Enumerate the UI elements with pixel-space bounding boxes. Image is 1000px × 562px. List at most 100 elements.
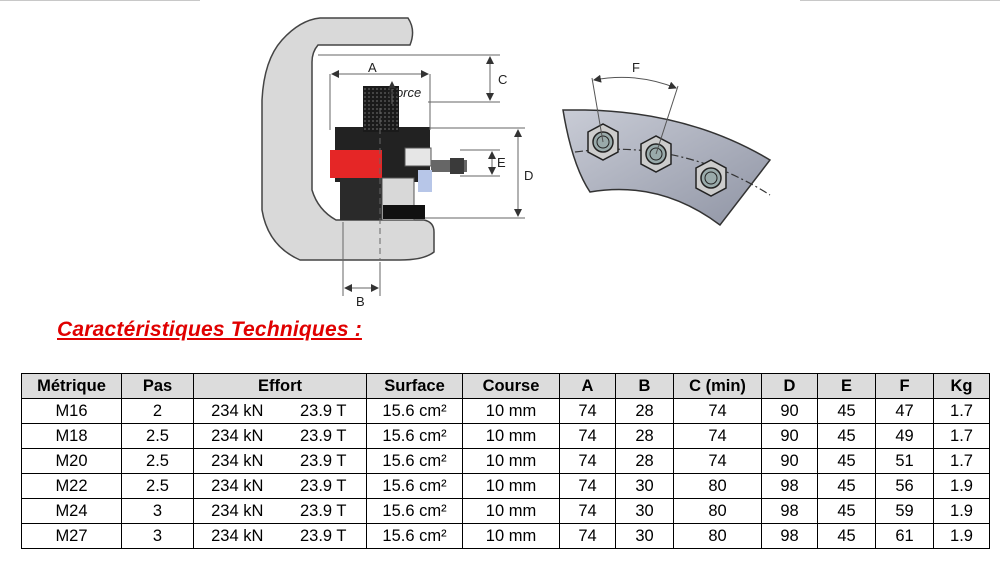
cell-effort-kn: 234 kN: [193, 423, 281, 449]
header-d: D: [761, 373, 818, 399]
cell-effort-kn: 234 kN: [193, 448, 281, 474]
force-label: Force: [388, 85, 421, 100]
cell-effort-kn: 234 kN: [193, 523, 281, 549]
header-surface: Surface: [366, 373, 463, 399]
cell-metrique: M22: [21, 473, 122, 499]
cell-effort-t: 23.9 T: [280, 423, 367, 449]
cell-a: 74: [559, 498, 616, 524]
cell-surface: 15.6 cm²: [366, 473, 463, 499]
dim-label-a: A: [368, 60, 377, 75]
cell-a: 74: [559, 523, 616, 549]
cell-a: 74: [559, 473, 616, 499]
cell-c: 74: [673, 448, 762, 474]
cell-effort-t: 23.9 T: [280, 498, 367, 524]
cell-effort-kn: 234 kN: [193, 398, 281, 424]
top-rule-right: [800, 0, 1000, 1]
dimension-lines-left: [318, 54, 525, 296]
technical-diagram: A C D E B Force F: [261, 17, 772, 309]
cell-pas: 2.5: [121, 448, 194, 474]
cell-c: 80: [673, 473, 762, 499]
cell-kg: 1.7: [933, 448, 990, 474]
header-e: E: [817, 373, 876, 399]
cell-pas: 3: [121, 498, 194, 524]
cell-kg: 1.9: [933, 498, 990, 524]
cell-kg: 1.7: [933, 398, 990, 424]
cell-surface: 15.6 cm²: [366, 423, 463, 449]
cell-d: 98: [761, 498, 818, 524]
flange-plate-view: [562, 74, 772, 227]
cell-course: 10 mm: [462, 398, 560, 424]
section-title: Caractéristiques Techniques :: [57, 318, 362, 341]
cell-e: 45: [817, 448, 876, 474]
cell-c: 74: [673, 423, 762, 449]
cell-d: 90: [761, 398, 818, 424]
cell-kg: 1.7: [933, 423, 990, 449]
cell-b: 30: [615, 498, 674, 524]
cell-course: 10 mm: [462, 523, 560, 549]
dim-label-d: D: [524, 168, 533, 183]
cell-course: 10 mm: [462, 498, 560, 524]
cell-d: 98: [761, 473, 818, 499]
cell-metrique: M24: [21, 498, 122, 524]
cell-f: 61: [875, 523, 934, 549]
cell-b: 30: [615, 523, 674, 549]
cell-metrique: M16: [21, 398, 122, 424]
cell-course: 10 mm: [462, 448, 560, 474]
header-c: C (min): [673, 373, 762, 399]
cell-e: 45: [817, 398, 876, 424]
header-metrique: Métrique: [21, 373, 122, 399]
cell-a: 74: [559, 423, 616, 449]
cell-c: 74: [673, 398, 762, 424]
cell-metrique: M18: [21, 423, 122, 449]
cell-d: 90: [761, 423, 818, 449]
cell-d: 98: [761, 523, 818, 549]
cell-course: 10 mm: [462, 473, 560, 499]
cell-a: 74: [559, 398, 616, 424]
cell-c: 80: [673, 523, 762, 549]
cell-metrique: M20: [21, 448, 122, 474]
table-header-row: Métrique Pas Effort Surface Course A B C…: [21, 373, 990, 399]
cell-surface: 15.6 cm²: [366, 398, 463, 424]
cell-e: 45: [817, 423, 876, 449]
cell-a: 74: [559, 448, 616, 474]
header-b: B: [615, 373, 674, 399]
cell-effort-t: 23.9 T: [280, 523, 367, 549]
nut-3: [695, 159, 727, 197]
cell-surface: 15.6 cm²: [366, 498, 463, 524]
cell-e: 45: [817, 473, 876, 499]
cell-metrique: M27: [21, 523, 122, 549]
dim-label-b: B: [356, 294, 365, 309]
cell-b: 28: [615, 398, 674, 424]
cell-b: 28: [615, 423, 674, 449]
header-a: A: [559, 373, 616, 399]
cell-pas: 2: [121, 398, 194, 424]
cell-effort-kn: 234 kN: [193, 473, 281, 499]
cell-effort-t: 23.9 T: [280, 448, 367, 474]
cell-effort-t: 23.9 T: [280, 473, 367, 499]
header-pas: Pas: [121, 373, 194, 399]
cell-b: 28: [615, 448, 674, 474]
cell-effort-t: 23.9 T: [280, 398, 367, 424]
header-effort: Effort: [193, 373, 367, 399]
cell-f: 51: [875, 448, 934, 474]
dim-label-c: C: [498, 72, 507, 87]
cell-surface: 15.6 cm²: [366, 523, 463, 549]
cell-f: 59: [875, 498, 934, 524]
cell-effort-kn: 234 kN: [193, 498, 281, 524]
cell-course: 10 mm: [462, 423, 560, 449]
header-kg: Kg: [933, 373, 990, 399]
cell-pas: 3: [121, 523, 194, 549]
dim-label-f: F: [632, 60, 640, 75]
cell-d: 90: [761, 448, 818, 474]
cell-f: 49: [875, 423, 934, 449]
cell-f: 47: [875, 398, 934, 424]
cell-kg: 1.9: [933, 523, 990, 549]
cell-e: 45: [817, 523, 876, 549]
cell-kg: 1.9: [933, 473, 990, 499]
